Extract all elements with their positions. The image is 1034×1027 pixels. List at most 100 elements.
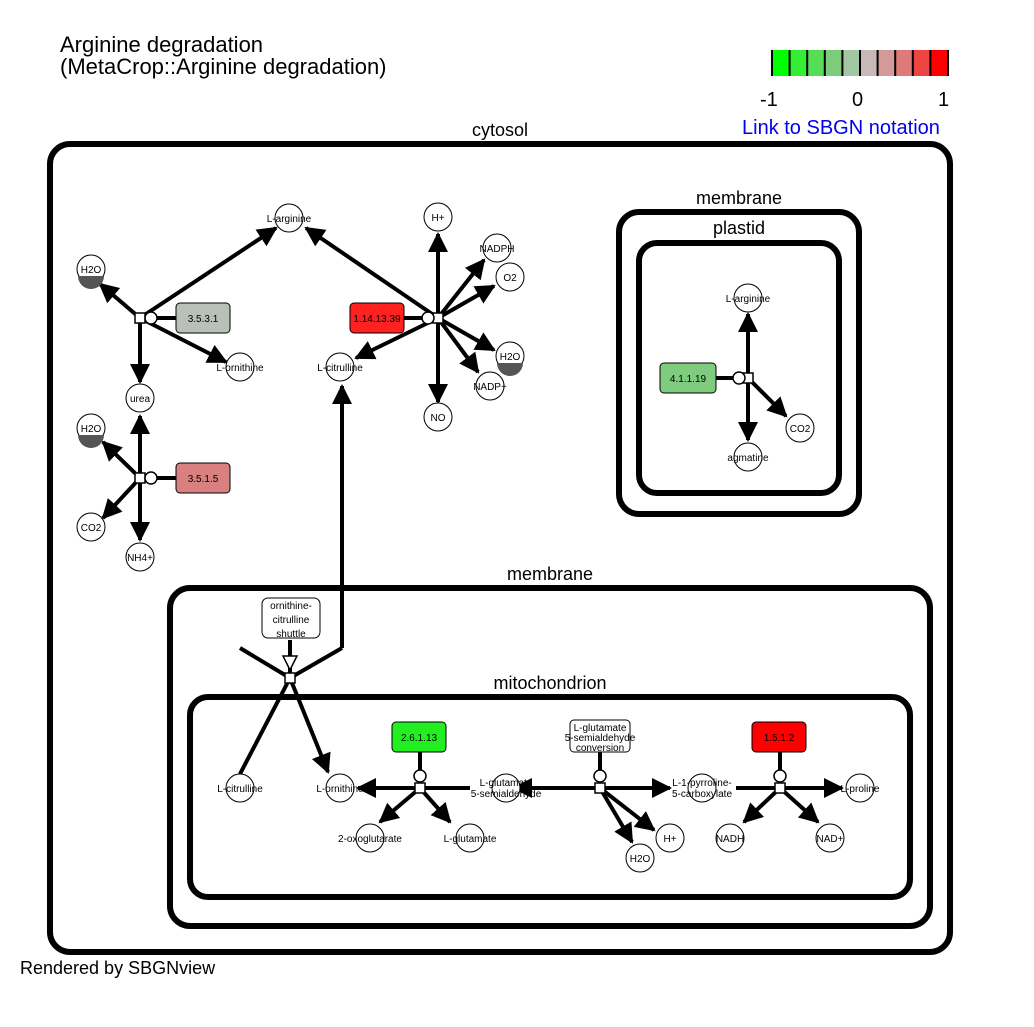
diagram-subtitle: (MetaCrop::Arginine degradation) — [60, 54, 387, 79]
metabolite-label-no: NO — [431, 413, 446, 424]
plastid-membrane-compartment — [616, 209, 862, 517]
mitochondrion-compartment — [187, 694, 913, 900]
color-scale-legend — [771, 50, 949, 76]
enzyme-box[interactable] — [349, 302, 405, 334]
legend-color-segment — [772, 50, 791, 76]
enzyme-node-1-14-13-39[interactable]: 1.14.13.39 — [349, 302, 405, 334]
metabolite-node-nadp[interactable] — [475, 371, 505, 401]
metabolite-node-urea[interactable] — [125, 383, 155, 413]
enzyme-box[interactable] — [175, 462, 231, 494]
metabolite-label-h2o-2: H2O — [81, 424, 102, 435]
metabolite-label-o2: O2 — [503, 273, 517, 284]
cytosol-compartment — [47, 141, 953, 955]
metabolite-node-l-citrulline-cyt[interactable] — [325, 352, 355, 382]
metabolite-label-h2o-3: H2O — [500, 352, 521, 363]
metabolite-label-h2o-1: H2O — [81, 265, 102, 276]
diagram-title: Arginine degradation — [60, 32, 263, 57]
mitochondrion-label: mitochondrion — [493, 673, 606, 693]
metabolite-node-nadph[interactable] — [482, 233, 512, 263]
legend-color-segment — [860, 50, 879, 76]
metabolite-node-hplus-cyt[interactable] — [423, 202, 453, 232]
metabolite-node-nad[interactable] — [815, 823, 845, 853]
metabolite-label-h2o-mito: H2O — [630, 854, 651, 865]
pyrroline-carboxylate-line2: 5-carboxylate — [672, 789, 732, 800]
metabolite-node-l-arginine-cyt[interactable] — [274, 203, 304, 233]
metabolite-label-l-ornithine-cyt: L-ornithine — [216, 363, 264, 374]
enzyme-label: 3.5.1.5 — [188, 474, 219, 485]
metabolite-label-nadh: NADH — [716, 834, 744, 845]
enzyme-label: 4.1.1.19 — [670, 374, 707, 385]
mitochondrion-membrane-compartment — [167, 585, 933, 929]
clone-markers — [78, 276, 523, 448]
metabolite-node-proline[interactable] — [845, 773, 875, 803]
conversion-process-box — [569, 719, 631, 753]
metabolite-label-agmatine: agmatine — [727, 453, 769, 464]
metabolite-label-co2-cyt: CO2 — [81, 523, 102, 534]
conversion-label-line2: 5-semialdehyde — [565, 733, 636, 744]
metabolite-node-l-citrulline-mito[interactable] — [225, 773, 255, 803]
legend-color-segment — [824, 50, 843, 76]
process-nodes — [134, 311, 787, 794]
conversion-label-line1: L-glutamate — [574, 723, 627, 734]
metabolite-label-nad: NAD+ — [817, 834, 844, 845]
footer-credit: Rendered by SBGNview — [20, 958, 216, 978]
metabolite-node-co2-pl[interactable] — [785, 413, 815, 443]
metabolite-node-pyrroline-1[interactable] — [687, 773, 717, 803]
conversion-label-line3: conversion — [576, 743, 624, 754]
metabolite-label-hplus-mito: H+ — [663, 834, 676, 845]
enzyme-label: 2.6.1.13 — [401, 733, 438, 744]
metabolite-node-l-arginine-pl[interactable] — [733, 283, 763, 313]
scale-label-mid: 0 — [852, 89, 863, 111]
metabolite-label-l-arginine-cyt: L-arginine — [267, 214, 312, 225]
metabolite-label-nadp: NADP+ — [473, 382, 507, 393]
enzyme-node-3-5-3-1[interactable]: 3.5.3.1 — [175, 302, 231, 334]
scale-label-max: 1 — [938, 89, 949, 111]
metabolite-label-l-arginine-pl: L-arginine — [726, 294, 771, 305]
metabolite-node-nadh[interactable] — [715, 823, 745, 853]
metabolite-node-glu-semi-1[interactable] — [491, 773, 521, 803]
metabolite-node-h2o-mito[interactable] — [625, 843, 655, 873]
metabolite-node-l-ornithine-mito[interactable] — [325, 773, 355, 803]
enzyme-label: 3.5.3.1 — [188, 314, 219, 325]
metabolite-label-l-ornithine-mito: L-ornithine — [316, 784, 364, 795]
metabolite-node-co2-cyt[interactable] — [76, 512, 106, 542]
legend-color-segment — [842, 50, 861, 76]
metabolite-node-hplus-mito[interactable] — [655, 823, 685, 853]
glutamate-semialdehyde-line1: L-glutamate — [480, 778, 533, 789]
metabolite-label-l-glutamate: L-glutamate — [444, 834, 497, 845]
scale-label-min: -1 — [760, 89, 778, 111]
plastid-membrane-label: membrane — [696, 188, 782, 208]
enzyme-node-1-5-1-2[interactable]: 1.5.1.2 — [751, 721, 807, 753]
enzyme-box[interactable] — [391, 721, 447, 753]
shuttle-process-box — [261, 597, 321, 639]
metabolite-node-oxoglutarate[interactable] — [355, 823, 385, 853]
plastid-label: plastid — [713, 218, 765, 238]
enzyme-box[interactable] — [659, 362, 717, 394]
pyrroline-carboxylate-line1: L-1-pyrroline- — [672, 778, 731, 789]
enzyme-node-3-5-1-5[interactable]: 3.5.1.5 — [175, 462, 231, 494]
legend-color-segment — [930, 50, 949, 76]
enzyme-node-2-6-1-13[interactable]: 2.6.1.13 — [391, 721, 447, 753]
metabolite-node-nh4[interactable] — [125, 542, 155, 572]
cytosol-label: cytosol — [472, 120, 528, 140]
legend-color-segment — [877, 50, 896, 76]
metabolite-label-urea: urea — [130, 394, 150, 405]
metabolite-label-l-citrulline-mito: L-citrulline — [217, 784, 263, 795]
metabolite-label-hplus-cyt: H+ — [431, 213, 444, 224]
metabolite-node-l-glutamate[interactable] — [455, 823, 485, 853]
metabolite-node-l-ornithine-cyt[interactable] — [225, 352, 255, 382]
legend-color-segment — [912, 50, 931, 76]
enzyme-box[interactable] — [751, 721, 807, 753]
legend-color-segment — [895, 50, 914, 76]
metabolite-node-agmatine[interactable] — [733, 442, 763, 472]
reaction-edges — [98, 226, 844, 844]
metabolite-label-co2-pl: CO2 — [790, 424, 811, 435]
metabolite-node-o2[interactable] — [495, 262, 525, 292]
metabolite-node-no[interactable] — [423, 402, 453, 432]
plastid-compartment — [636, 240, 842, 496]
enzyme-node-4-1-1-19[interactable]: 4.1.1.19 — [659, 362, 717, 394]
enzyme-box[interactable] — [175, 302, 231, 334]
sbgn-notation-link[interactable]: Link to SBGN notation — [742, 117, 940, 139]
metabolite-label-nh4: NH4+ — [127, 553, 153, 564]
